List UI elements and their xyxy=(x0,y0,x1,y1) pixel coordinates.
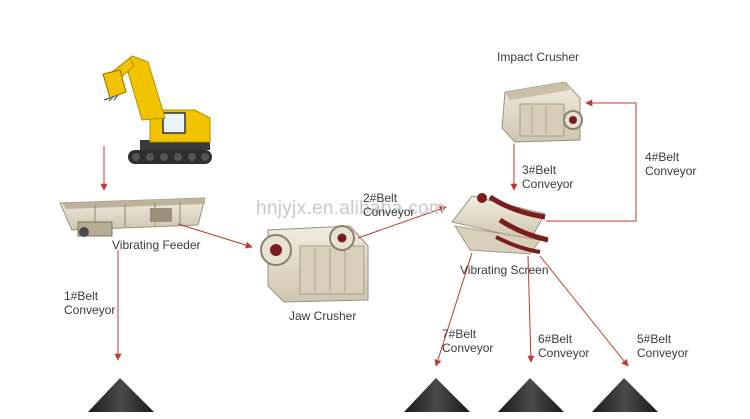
belt6-label: 6#Belt Conveyor xyxy=(538,332,589,360)
vibrating-feeder-label: Vibrating Feeder xyxy=(112,238,201,252)
vibrating-screen-icon xyxy=(452,193,548,254)
belt4-code: 4#Belt xyxy=(645,150,696,164)
belt4-label: 4#Belt Conveyor xyxy=(645,150,696,178)
belt1-label: 1#Belt Conveyor xyxy=(64,289,115,317)
belt2-label: 2#Belt Conveyor xyxy=(363,191,414,219)
vibrating-feeder-icon xyxy=(60,198,205,237)
belt4-name: Conveyor xyxy=(645,164,696,178)
impact-crusher-icon xyxy=(502,82,582,142)
watermark: hnjyjx.en.alibaba.com xyxy=(256,198,445,220)
belt7-name: Conveyor xyxy=(442,341,493,355)
belt7-code: 7#Belt xyxy=(442,327,493,341)
impact-crusher-label: Impact Crusher xyxy=(497,50,579,64)
belt6-code: 6#Belt xyxy=(538,332,589,346)
belt3-code: 3#Belt xyxy=(522,163,573,177)
belt3-label: 3#Belt Conveyor xyxy=(522,163,573,191)
jaw-crusher-icon xyxy=(261,226,368,302)
belt5-code: 5#Belt xyxy=(637,332,688,346)
belt1-code: 1#Belt xyxy=(64,289,115,303)
belt3-name: Conveyor xyxy=(522,177,573,191)
stockpile-7 xyxy=(404,378,470,412)
belt1-name: Conveyor xyxy=(64,303,115,317)
belt2-code: 2#Belt xyxy=(363,191,414,205)
stockpile-1 xyxy=(88,378,154,412)
belt6-name: Conveyor xyxy=(538,346,589,360)
belt2-name: Conveyor xyxy=(363,205,414,219)
stockpile-5 xyxy=(592,378,658,412)
belt7-label: 7#Belt Conveyor xyxy=(442,327,493,355)
belt5-name: Conveyor xyxy=(637,346,688,360)
vibrating-screen-label: Vibrating Screen xyxy=(460,263,549,277)
stockpile-6 xyxy=(498,378,564,412)
belt5-label: 5#Belt Conveyor xyxy=(637,332,688,360)
jaw-crusher-label: Jaw Crusher xyxy=(289,309,356,323)
excavator-icon xyxy=(103,56,212,164)
